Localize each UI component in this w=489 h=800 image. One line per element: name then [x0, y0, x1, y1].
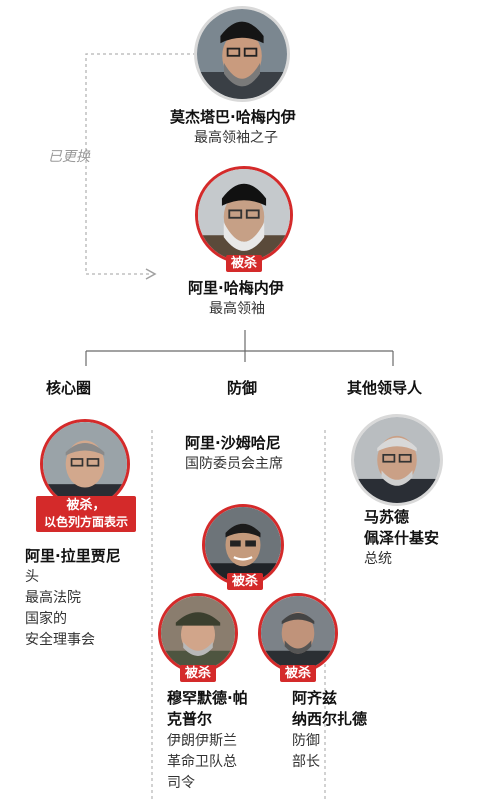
larijani-title-3: 国家的 [25, 611, 67, 627]
larijani-title-4: 安全理事会 [25, 632, 95, 648]
pezeshkian-name-1: 马苏德 [364, 508, 410, 526]
shamkhani-title: 国防委员会主席 [185, 456, 283, 472]
larijani-title-2: 最高法院 [25, 590, 81, 606]
khamenei-title: 最高领袖 [209, 301, 265, 317]
pakpour-title-2: 革命卫队总 [167, 754, 237, 770]
shamkhani-name: 阿里·沙姆哈尼 [185, 434, 281, 452]
pezeshkian-title: 总统 [364, 551, 392, 567]
pakpour-killed-badge: 被杀 [180, 665, 216, 682]
shamkhani-killed-badge: 被杀 [227, 573, 263, 590]
replaced-label: 已更换 [48, 149, 90, 165]
larijani-killed-badge: 被杀， 以色列方面表示 [36, 496, 136, 532]
mojtaba-photo [194, 6, 290, 102]
khamenei-photo [195, 166, 293, 264]
mojtaba-name: 莫杰塔巴·哈梅内伊 [170, 108, 296, 126]
khamenei-killed-badge: 被杀 [226, 255, 262, 272]
nasirzadeh-title-1: 防御 [292, 733, 320, 749]
column-defense: 防御 [227, 379, 258, 397]
pakpour-name-1: 穆罕默德·帕 [167, 689, 248, 707]
mojtaba-title: 最高领袖之子 [194, 130, 278, 146]
nasirzadeh-name-2: 纳西尔扎德 [292, 710, 368, 728]
nasirzadeh-name-1: 阿齐兹 [292, 689, 338, 707]
larijani-badge-line1: 被杀， [66, 498, 106, 513]
khamenei-name: 阿里·哈梅内伊 [188, 279, 284, 297]
larijani-name: 阿里·拉里贾尼 [25, 547, 121, 565]
pakpour-title-3: 司令 [167, 775, 195, 791]
pakpour-name-2: 克普尔 [167, 710, 213, 728]
pakpour-title-1: 伊朗伊斯兰 [167, 733, 237, 749]
column-other-leaders: 其他领导人 [347, 379, 423, 397]
larijani-title-1: 头 [25, 569, 39, 585]
nasirzadeh-killed-badge: 被杀 [280, 665, 316, 682]
nasirzadeh-title-2: 部长 [292, 754, 320, 770]
larijani-badge-line2: 以色列方面表示 [43, 515, 128, 529]
pezeshkian-photo [351, 414, 443, 506]
column-inner-circle: 核心圈 [46, 379, 92, 397]
pakpour-photo [158, 593, 238, 673]
pezeshkian-name-2: 佩泽什基安 [364, 529, 440, 547]
nasirzadeh-photo [258, 593, 338, 673]
